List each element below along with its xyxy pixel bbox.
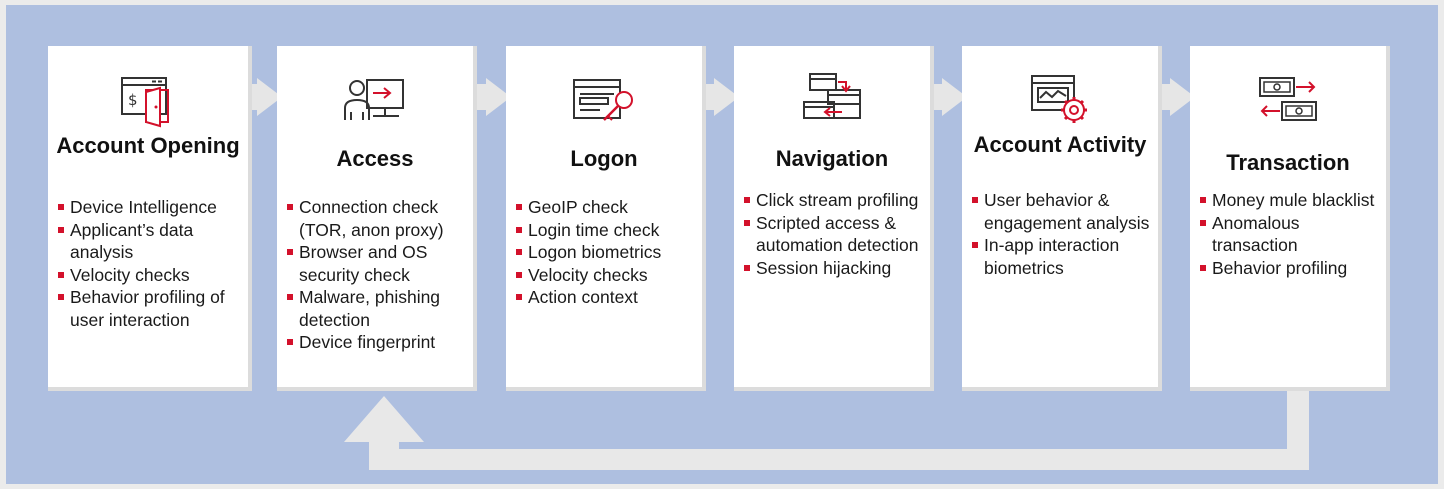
step-arrow-3	[696, 78, 739, 116]
step-arrow-2	[468, 78, 511, 116]
list-item: Behavior profiling	[1200, 257, 1382, 280]
windows-navigation-icon	[803, 73, 861, 119]
step-arrow-5	[1152, 78, 1195, 116]
list-item: Device Intelligence	[58, 196, 244, 219]
step-transaction: Transaction Money mule blacklist Anomalo…	[1190, 46, 1390, 391]
check-list: Device Intelligence Applicant’s data ana…	[58, 196, 244, 331]
list-item: Velocity checks	[58, 264, 244, 287]
step-title: Logon	[570, 146, 638, 171]
list-item: In-app interaction biometrics	[972, 234, 1154, 279]
list-item: Applicant’s data analysis	[58, 219, 244, 264]
list-item: Money mule blacklist	[1200, 189, 1382, 212]
list-item: Anomalous transaction	[1200, 212, 1382, 257]
list-item: Device fingerprint	[287, 331, 469, 354]
list-item: Behavior profiling of user interaction	[58, 286, 244, 331]
money-exchange-icon	[1259, 77, 1317, 121]
check-list: GeoIP check Login time check Logon biome…	[516, 196, 698, 309]
step-access: Access Connection check (TOR, anon proxy…	[277, 46, 477, 391]
step-logon: Logon GeoIP check Login time check Logon…	[506, 46, 706, 391]
step-title: Navigation	[775, 146, 889, 171]
diagram-canvas: $ Account Opening Device Intelligence Ap…	[6, 5, 1438, 484]
list-item: Connection check (TOR, anon proxy)	[287, 196, 469, 241]
list-item: Scripted access & automation detection	[744, 212, 926, 257]
step-arrow-4	[924, 78, 967, 116]
step-title: Account Opening	[56, 133, 240, 158]
step-navigation: Navigation Click stream profiling Script…	[734, 46, 934, 391]
list-item: Click stream profiling	[744, 189, 926, 212]
step-title: Transaction	[1226, 150, 1350, 175]
check-list: User behavior & engagement analysis In-a…	[972, 189, 1154, 279]
step-title: Access	[336, 146, 414, 171]
list-item: Velocity checks	[516, 264, 698, 287]
check-list: Money mule blacklist Anomalous transacti…	[1200, 189, 1382, 279]
check-list: Connection check (TOR, anon proxy) Brows…	[287, 196, 469, 354]
list-item: Logon biometrics	[516, 241, 698, 264]
user-computer-access-icon	[344, 79, 404, 120]
browser-gear-activity-icon	[1031, 75, 1087, 123]
list-item: Malware, phishing detection	[287, 286, 469, 331]
list-item: Action context	[516, 286, 698, 309]
list-item: Login time check	[516, 219, 698, 242]
list-item: User behavior & engagement analysis	[972, 189, 1154, 234]
loop-back-arrow	[344, 389, 1309, 470]
step-account-activity: Account Activity User behavior & engagem…	[962, 46, 1162, 391]
check-list: Click stream profiling Scripted access &…	[744, 189, 926, 279]
login-key-icon	[573, 79, 633, 121]
list-item: GeoIP check	[516, 196, 698, 219]
svg-text:$: $	[128, 91, 138, 109]
list-item: Browser and OS security check	[287, 241, 469, 286]
step-account-opening: $ Account Opening Device Intelligence Ap…	[48, 46, 252, 391]
door-account-opening-icon: $	[121, 77, 169, 128]
step-title: Account Activity	[973, 132, 1147, 157]
list-item: Session hijacking	[744, 257, 926, 280]
